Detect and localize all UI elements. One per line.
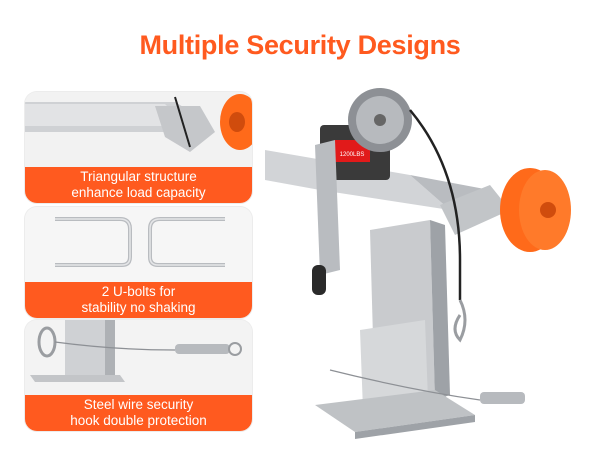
- feature-card-u-bolts: 2 U-bolts for stability no shaking: [25, 207, 252, 318]
- feature-card-safety-hook: Steel wire security hook double protecti…: [25, 320, 252, 431]
- feature-caption: 2 U-bolts for stability no shaking: [81, 284, 196, 315]
- feature-caption-band: 2 U-bolts for stability no shaking: [25, 282, 252, 318]
- feature-caption-band: Triangular structure enhance load capaci…: [25, 167, 252, 203]
- feature-caption: Triangular structure enhance load capaci…: [71, 169, 206, 200]
- feature-caption-band: Steel wire security hook double protecti…: [25, 395, 252, 431]
- winch-label: 1200LBS: [340, 152, 365, 158]
- feature-card-triangular-structure: Triangular structure enhance load capaci…: [25, 92, 252, 203]
- winch-stand-image: 1200LBS: [265, 88, 571, 439]
- page-title: Multiple Security Designs: [139, 30, 461, 60]
- feature-caption: Steel wire security hook double protecti…: [70, 397, 207, 428]
